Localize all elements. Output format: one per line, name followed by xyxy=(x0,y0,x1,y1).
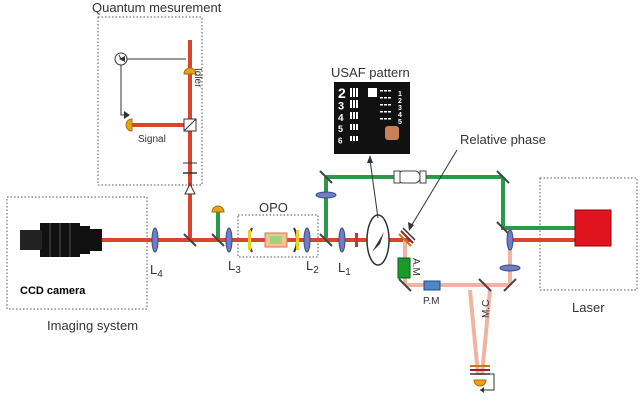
lens-l3 xyxy=(226,228,232,252)
usaf-bar xyxy=(350,124,352,130)
l4-label: L4 xyxy=(150,262,163,280)
signal-detector xyxy=(126,119,132,131)
usaf-bar xyxy=(388,97,391,99)
usaf-square xyxy=(368,88,377,97)
signal-label: Signal xyxy=(138,134,166,145)
usaf-bar xyxy=(356,100,358,108)
usaf-group-number: 3 xyxy=(338,100,344,112)
usaf-bar xyxy=(388,111,391,113)
mc-beam-left xyxy=(470,290,478,375)
mc-detector xyxy=(470,366,494,393)
l2-label: L2 xyxy=(306,258,319,276)
usaf-bar xyxy=(384,97,387,99)
l3-label: L3 xyxy=(228,258,241,276)
usaf-element-number: 3 xyxy=(398,105,402,112)
usaf-group-number: 6 xyxy=(338,137,343,146)
usaf-bar xyxy=(356,124,358,130)
usaf-bar xyxy=(380,118,383,120)
lens-laser xyxy=(507,230,513,250)
usaf-bar xyxy=(384,104,387,106)
usaf-group-number: 2 xyxy=(338,85,346,101)
laser-label: Laser xyxy=(572,300,605,315)
usaf-bar xyxy=(380,90,383,92)
usaf-bar xyxy=(356,88,358,97)
pm-label: P.M xyxy=(423,296,440,307)
usaf-label: USAF pattern xyxy=(331,65,410,80)
usaf-group-number: 4 xyxy=(338,113,344,124)
usaf-element-number: 1 xyxy=(398,91,402,98)
relative-phase-label: Relative phase xyxy=(460,132,546,147)
quantum-measurement-label: Quantum mesurement xyxy=(92,0,222,15)
usaf-bar xyxy=(350,136,352,141)
phase-modulator xyxy=(424,281,440,290)
imaging-system-label: Imaging system xyxy=(47,318,138,333)
usaf-bar xyxy=(384,90,387,92)
mc-label: M.C xyxy=(481,300,492,318)
lens-l1 xyxy=(339,228,345,252)
quantum-measurement-box xyxy=(98,17,202,185)
ccd-camera-label: CCD camera xyxy=(20,285,86,297)
usaf-bar xyxy=(388,104,391,106)
usaf-element-number: 4 xyxy=(398,112,402,119)
usaf-element-number: 5 xyxy=(398,119,402,126)
usaf-element-number: 2 xyxy=(398,98,402,105)
usaf-bar xyxy=(384,111,387,113)
signal-wire xyxy=(121,65,128,115)
lens-green-left xyxy=(316,192,336,198)
usaf-bar xyxy=(353,88,355,97)
lens-l4 xyxy=(152,228,158,252)
usaf-mount xyxy=(367,155,389,265)
usaf-bar xyxy=(350,100,352,108)
usaf-bar xyxy=(353,124,355,130)
usaf-bar xyxy=(380,97,383,99)
usaf-group-number: 5 xyxy=(338,124,343,134)
usaf-bar xyxy=(353,100,355,108)
usaf-bar xyxy=(350,112,352,119)
idler-label: Idler xyxy=(192,68,203,88)
lens-pink xyxy=(500,265,520,271)
relative-phase-pointer xyxy=(408,150,457,231)
laser-source xyxy=(575,210,611,246)
usaf-bar xyxy=(380,104,383,106)
opo-label: OPO xyxy=(259,200,288,215)
usaf-bar xyxy=(353,112,355,119)
usaf-bar xyxy=(356,136,358,141)
usaf-bar xyxy=(353,136,355,141)
amplitude-modulator xyxy=(398,258,410,278)
usaf-bar xyxy=(388,90,391,92)
usaf-bar xyxy=(350,88,352,97)
aperture xyxy=(355,233,358,247)
l1-label: L1 xyxy=(338,260,351,278)
ccd-camera xyxy=(20,223,102,257)
relative-phase-element xyxy=(399,228,415,246)
green-phase-element xyxy=(394,171,426,183)
lens-l2 xyxy=(304,228,310,252)
am-label: A.M xyxy=(410,258,421,276)
green-detector xyxy=(212,206,224,212)
usaf-bar xyxy=(380,111,383,113)
usaf-bar xyxy=(388,118,391,120)
usaf-bar xyxy=(384,118,387,120)
usaf-object xyxy=(385,126,399,140)
lenses xyxy=(152,192,520,271)
usaf-bar xyxy=(356,112,358,119)
